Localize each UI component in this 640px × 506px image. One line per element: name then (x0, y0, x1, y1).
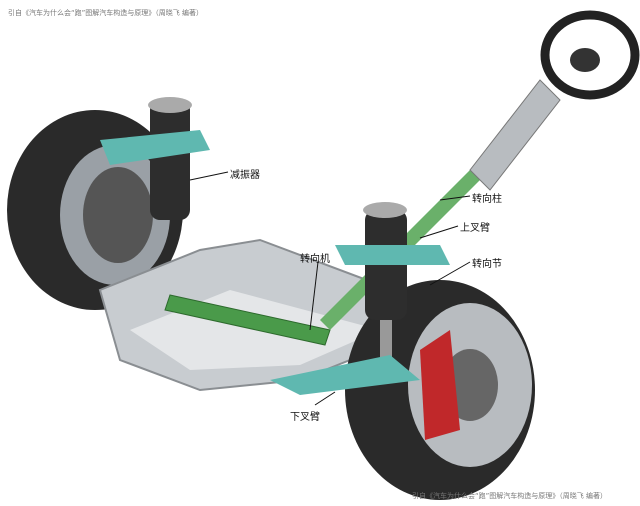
label-shock-absorber: 减振器 (230, 170, 260, 181)
source-caption-bottom: 引自《汽车为什么会“跑”图解汽车构造与原理》（周晓飞 编著） (412, 492, 607, 500)
leader-lines (189, 171, 471, 406)
right-wheel (345, 280, 535, 500)
label-steering-column: 转向柱 (472, 194, 502, 205)
brake-caliper (420, 330, 460, 440)
label-lower-arm: 下叉臂 (290, 412, 320, 423)
source-caption-top: 引自《汽车为什么会“跑”图解汽车构造与原理》（周晓飞 编著） (8, 9, 203, 17)
label-steering-gear: 转向机 (300, 254, 330, 265)
label-upper-arm: 上叉臂 (460, 223, 490, 234)
right-upper-arm (335, 245, 450, 265)
left-upper-arm (100, 130, 210, 165)
steering-gear (164, 294, 331, 346)
label-knuckle: 转向节 (472, 259, 502, 270)
left-shock-absorber (148, 97, 192, 220)
right-lower-arm (270, 355, 420, 395)
